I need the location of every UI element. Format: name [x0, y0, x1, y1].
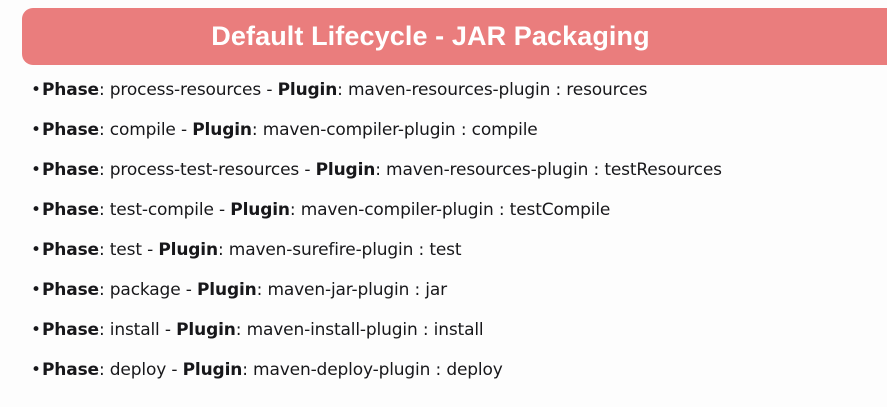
list-item: •Phase: test - Plugin: maven-surefire-pl…: [0, 230, 887, 270]
phase-value: install: [109, 320, 160, 340]
phase-colon: :: [98, 200, 110, 220]
phase-plugin-separator: -: [175, 120, 193, 140]
plugin-colon: :: [337, 80, 349, 100]
list-item: •Phase: package - Plugin: maven-jar-plug…: [0, 270, 887, 310]
list-item: •Phase: process-resources - Plugin: mave…: [0, 70, 887, 110]
phase-label: Phase: [42, 80, 99, 100]
phase-colon: :: [98, 320, 110, 340]
plugin-label: Plugin: [158, 240, 218, 260]
phase-colon: :: [98, 120, 110, 140]
plugin-colon: :: [242, 360, 254, 380]
plugin-value: maven-deploy-plugin : deploy: [253, 360, 503, 380]
plugin-colon: :: [235, 320, 247, 340]
bullet-dot-icon: •: [31, 280, 41, 300]
list-item: •Phase: test-compile - Plugin: maven-com…: [0, 190, 887, 230]
bullet-dot-icon: •: [31, 120, 41, 140]
phase-label: Phase: [42, 200, 99, 220]
plugin-value: maven-resources-plugin : testResources: [386, 160, 722, 180]
page-title: Default Lifecycle - JAR Packaging: [211, 21, 650, 51]
plugin-value: maven-surefire-plugin : test: [228, 240, 462, 260]
plugin-value: maven-compiler-plugin : compile: [262, 120, 538, 140]
phase-label: Phase: [42, 240, 99, 260]
phase-value: test: [109, 240, 142, 260]
phase-plugin-separator: -: [261, 80, 278, 100]
phase-plugin-separator: -: [213, 200, 231, 220]
plugin-colon: :: [251, 120, 263, 140]
plugin-label: Plugin: [277, 80, 338, 100]
plugin-value: maven-jar-plugin : jar: [267, 280, 447, 300]
phase-value: package: [109, 280, 181, 300]
plugin-value: maven-resources-plugin : resources: [348, 80, 648, 100]
bullet-dot-icon: •: [31, 360, 41, 380]
phase-colon: :: [98, 240, 110, 260]
phase-value: process-test-resources: [109, 160, 300, 180]
phase-value: process-resources: [109, 80, 262, 100]
bullet-dot-icon: •: [31, 200, 41, 220]
phase-value: test-compile: [109, 200, 214, 220]
bullet-dot-icon: •: [31, 80, 41, 100]
bullet-dot-icon: •: [31, 160, 41, 180]
plugin-colon: :: [256, 280, 268, 300]
phase-label: Phase: [42, 120, 99, 140]
list-item: •Phase: deploy - Plugin: maven-deploy-pl…: [0, 350, 887, 390]
phase-value: compile: [109, 120, 176, 140]
plugin-colon: :: [375, 160, 387, 180]
list-item: •Phase: compile - Plugin: maven-compiler…: [0, 110, 887, 150]
phase-label: Phase: [42, 320, 99, 340]
phase-plugin-separator: -: [299, 160, 316, 180]
phase-plugin-separator: -: [141, 240, 159, 260]
plugin-colon: :: [289, 200, 301, 220]
plugin-colon: :: [217, 240, 229, 260]
plugin-label: Plugin: [230, 200, 290, 220]
title-banner: Default Lifecycle - JAR Packaging: [22, 8, 887, 65]
plugin-value: maven-compiler-plugin : testCompile: [300, 200, 611, 220]
phase-value: deploy: [109, 360, 167, 380]
bullet-dot-icon: •: [31, 240, 41, 260]
phase-label: Phase: [42, 280, 99, 300]
plugin-value: maven-install-plugin : install: [246, 320, 484, 340]
bullet-dot-icon: •: [31, 320, 41, 340]
lifecycle-phase-list: •Phase: process-resources - Plugin: mave…: [0, 70, 887, 390]
phase-colon: :: [98, 160, 110, 180]
phase-label: Phase: [42, 160, 99, 180]
list-item: •Phase: process-test-resources - Plugin:…: [0, 150, 887, 190]
phase-colon: :: [98, 280, 110, 300]
plugin-label: Plugin: [315, 160, 376, 180]
phase-label: Phase: [42, 360, 99, 380]
phase-colon: :: [98, 80, 110, 100]
phase-plugin-separator: -: [166, 360, 183, 380]
plugin-label: Plugin: [197, 280, 257, 300]
plugin-label: Plugin: [182, 360, 243, 380]
phase-colon: :: [98, 360, 110, 380]
phase-plugin-separator: -: [159, 320, 177, 340]
plugin-label: Plugin: [192, 120, 252, 140]
plugin-label: Plugin: [176, 320, 236, 340]
list-item: •Phase: install - Plugin: maven-install-…: [0, 310, 887, 350]
phase-plugin-separator: -: [180, 280, 197, 300]
